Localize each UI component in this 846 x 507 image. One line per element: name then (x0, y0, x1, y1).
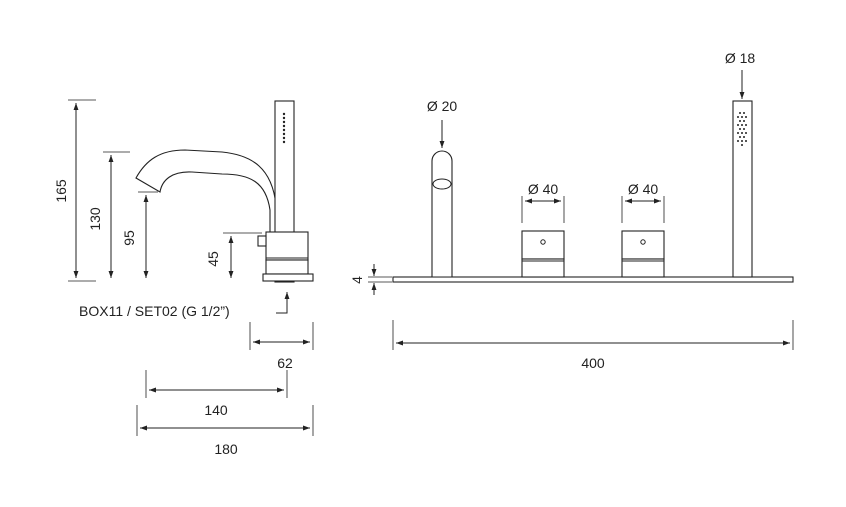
height-95-label: 95 (121, 230, 137, 246)
connection-label: BOX11 / SET02 (G 1/2”) (79, 303, 230, 319)
mixer-handle-side (265, 231, 309, 261)
left-handle (521, 230, 565, 260)
height-130-label: 130 (87, 207, 103, 231)
base-plate-front (392, 276, 794, 283)
mixer-handle-base (265, 259, 309, 275)
thickness-4-label: 4 (349, 276, 365, 284)
front-view: 4 Ø 20 Ø 40 Ø 40 (349, 50, 794, 371)
left-handle-diameter-label: Ø 40 (528, 181, 559, 197)
spout-outlet (432, 178, 452, 190)
hand-shower-front (732, 100, 753, 278)
height-165-label: 165 (53, 179, 69, 203)
left-handle-base (521, 258, 565, 278)
side-view: 165 130 95 45 BOX11 / SET02 (G 1/2”) (53, 99, 314, 457)
base-plate-side (262, 273, 314, 282)
shower-diameter-label: Ø 18 (725, 50, 756, 66)
depth-62-label: 62 (277, 355, 293, 371)
handle-lever (257, 235, 267, 247)
shower-nozzle-pattern (282, 112, 286, 144)
spout-diameter-label: Ø 20 (427, 98, 458, 114)
right-handle-base (621, 258, 665, 278)
right-handle-diameter-label: Ø 40 (628, 181, 659, 197)
reach-140-label: 140 (204, 402, 228, 418)
width-400-label: 400 (581, 355, 605, 371)
shower-head-pattern (737, 112, 747, 146)
spout-side-profile (135, 149, 277, 241)
height-45-label: 45 (205, 251, 221, 267)
spout-front (431, 150, 453, 278)
connection-leader (276, 292, 290, 314)
depth-180-label: 180 (214, 441, 238, 457)
right-handle (621, 230, 665, 260)
